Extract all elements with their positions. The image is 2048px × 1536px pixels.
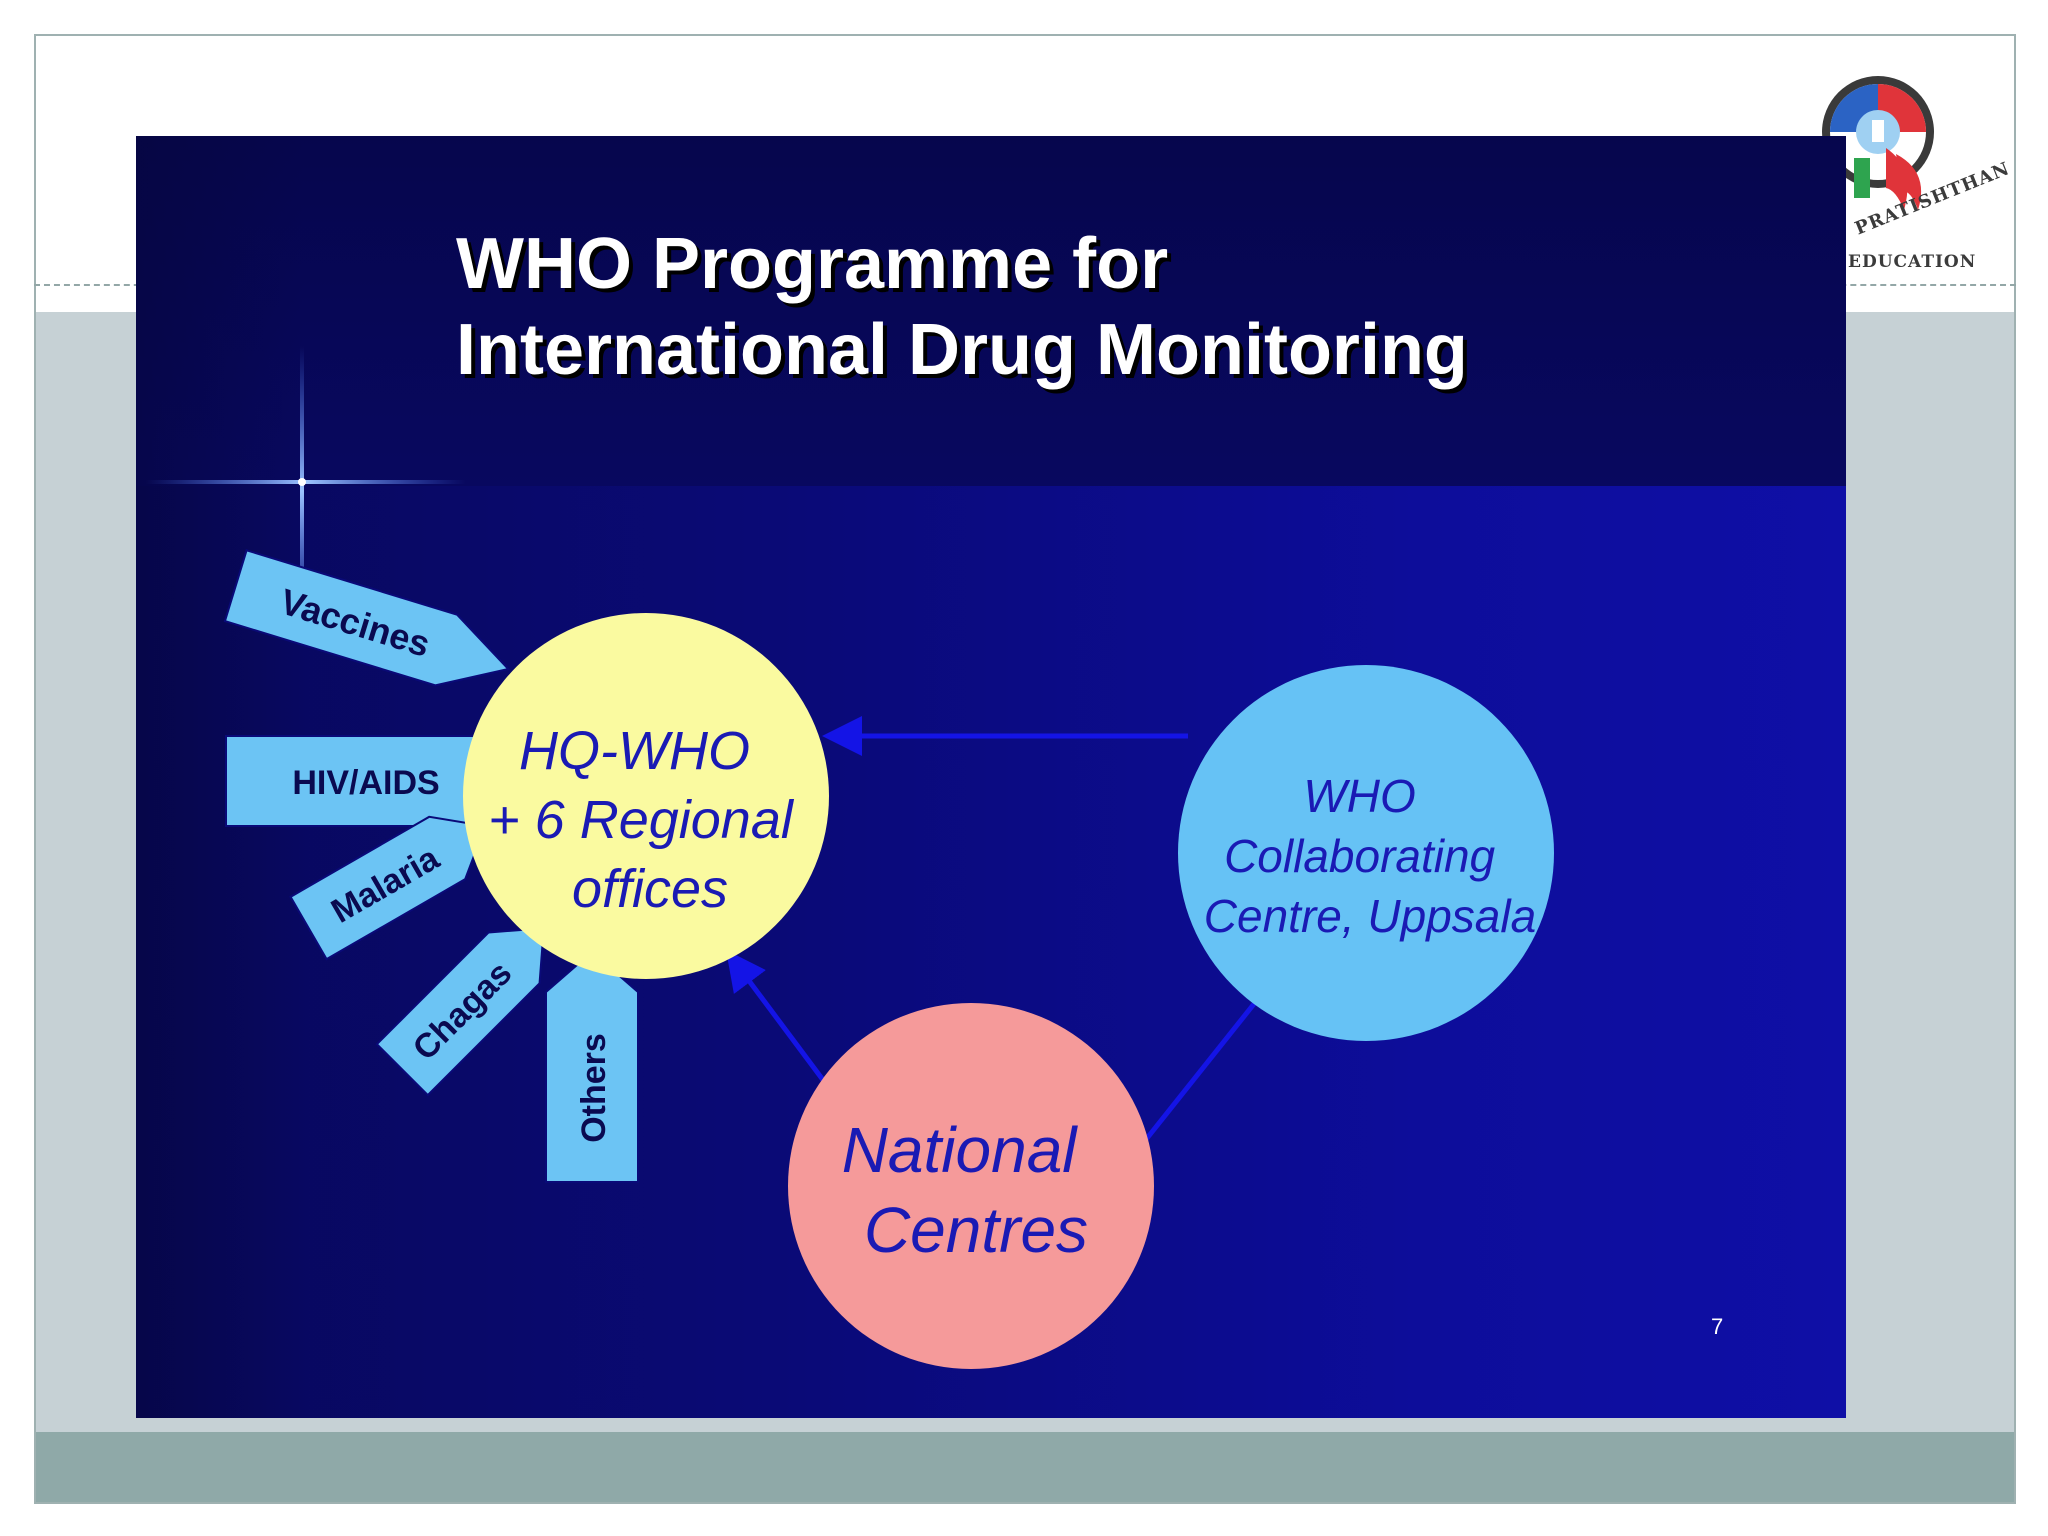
tag-others: Others — [545, 950, 639, 1183]
slide-title: WHO Programme for International Drug Mon… — [456, 221, 1468, 393]
node-hq-line3: offices — [572, 859, 728, 919]
node-who-uppsala: WHO Collaborating Centre, Uppsala — [1178, 665, 1554, 1041]
node-hq-who: HQ-WHO + 6 Regional offices — [463, 613, 829, 979]
slide-title-line1: WHO Programme for — [456, 224, 1169, 304]
node-national-line1: National — [842, 1114, 1079, 1186]
sparkle-decoration — [146, 346, 466, 636]
node-national-centres: National Centres — [788, 1003, 1154, 1369]
node-uppsala-line3: Centre, Uppsala — [1204, 890, 1536, 942]
diagram: Vaccines HIV/AIDS Malaria Chagas Others … — [146, 346, 1554, 1369]
tag-others-label: Others — [575, 1033, 613, 1143]
tag-vaccines: Vaccines — [223, 549, 511, 687]
slide-title-band — [136, 136, 1846, 486]
node-uppsala-line2: Collaborating — [1224, 830, 1495, 882]
tag-hiv-aids-label: HIV/AIDS — [292, 764, 439, 802]
slide: WHO Programme for International Drug Mon… — [136, 136, 1846, 1418]
node-hq-line1: HQ-WHO — [519, 721, 750, 781]
arrow-national-to-hq — [726, 949, 829, 1086]
logo-text-education: EDUCATION — [1848, 252, 1977, 272]
node-hq-line2: + 6 Regional — [488, 790, 795, 850]
node-national-line2: Centres — [864, 1194, 1088, 1266]
bottom-band — [36, 1432, 2014, 1502]
svg-text:National Centres: National Centres — [842, 1114, 1095, 1266]
node-uppsala-line1: WHO — [1303, 770, 1415, 822]
tag-hiv-aids: HIV/AIDS — [225, 735, 526, 827]
svg-text:HQ-WHO + 6 Regional: HQ-WHO + 6 Regional offices — [488, 721, 808, 919]
flame-shape — [1854, 148, 1922, 210]
gear-ring — [1822, 76, 1934, 188]
slide-title-line2: International Drug Monitoring — [456, 310, 1468, 390]
institution-logo — [1822, 76, 1934, 210]
slide-page-number: 7 — [1711, 1314, 1724, 1339]
svg-text:WHO Collaborating: WHO Collaborating Centre, Uppsala — [1204, 770, 1536, 942]
